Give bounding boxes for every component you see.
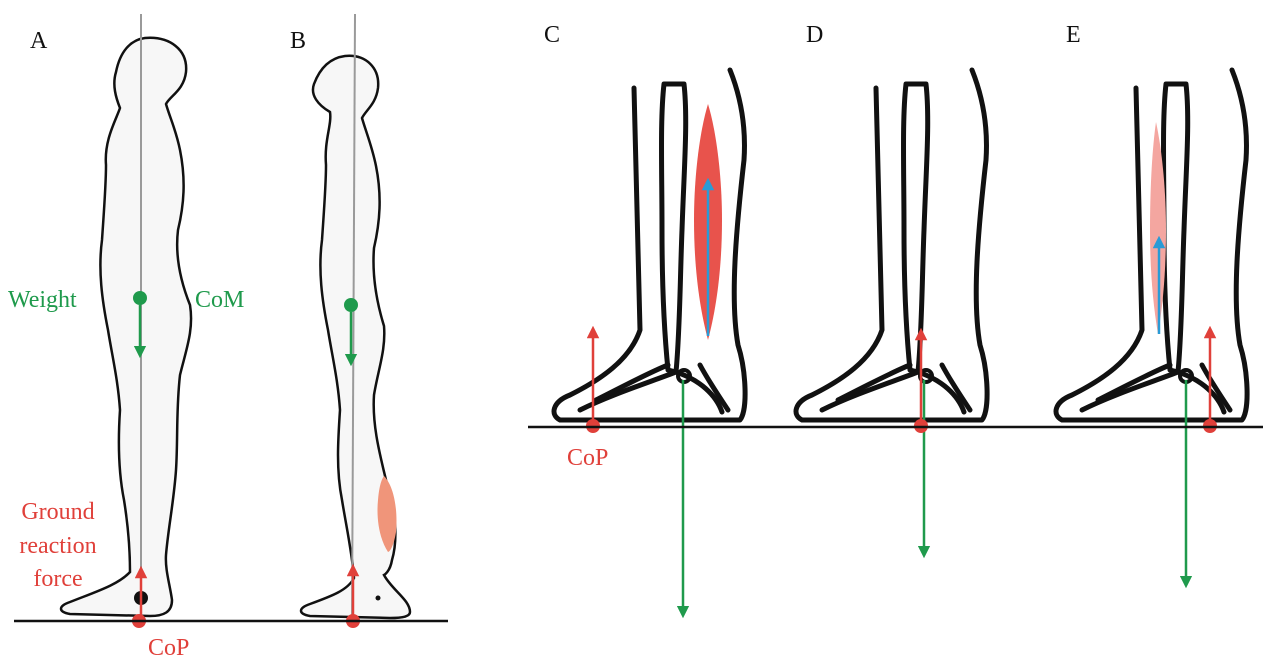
ankle-joint-b	[376, 596, 381, 601]
cop-label-c: CoP	[567, 445, 608, 471]
panel-d: D	[796, 22, 987, 552]
panel-label-d: D	[806, 22, 823, 48]
panel-label-c: C	[544, 22, 560, 48]
panel-label-a: A	[30, 28, 48, 54]
weight-label: Weight	[8, 287, 77, 313]
cop-label-a: CoP	[148, 635, 189, 658]
panel-b: B	[290, 14, 410, 628]
com-dot-b	[344, 298, 358, 312]
com-label: CoM	[195, 287, 244, 313]
foot-leg-outline-d	[796, 70, 987, 420]
panel-a: A Weight CoM Ground reaction force CoP	[8, 14, 244, 658]
body-silhouette-a	[61, 38, 191, 616]
grf-label-line1: Ground	[21, 499, 94, 525]
panel-label-b: B	[290, 28, 306, 54]
com-dot-a	[133, 291, 147, 305]
panel-e: E	[1056, 22, 1247, 582]
panel-c: C CoP	[544, 22, 745, 612]
panel-label-e: E	[1066, 22, 1081, 48]
grf-label-line2: reaction	[19, 533, 96, 559]
grf-label-line3: force	[33, 566, 82, 592]
